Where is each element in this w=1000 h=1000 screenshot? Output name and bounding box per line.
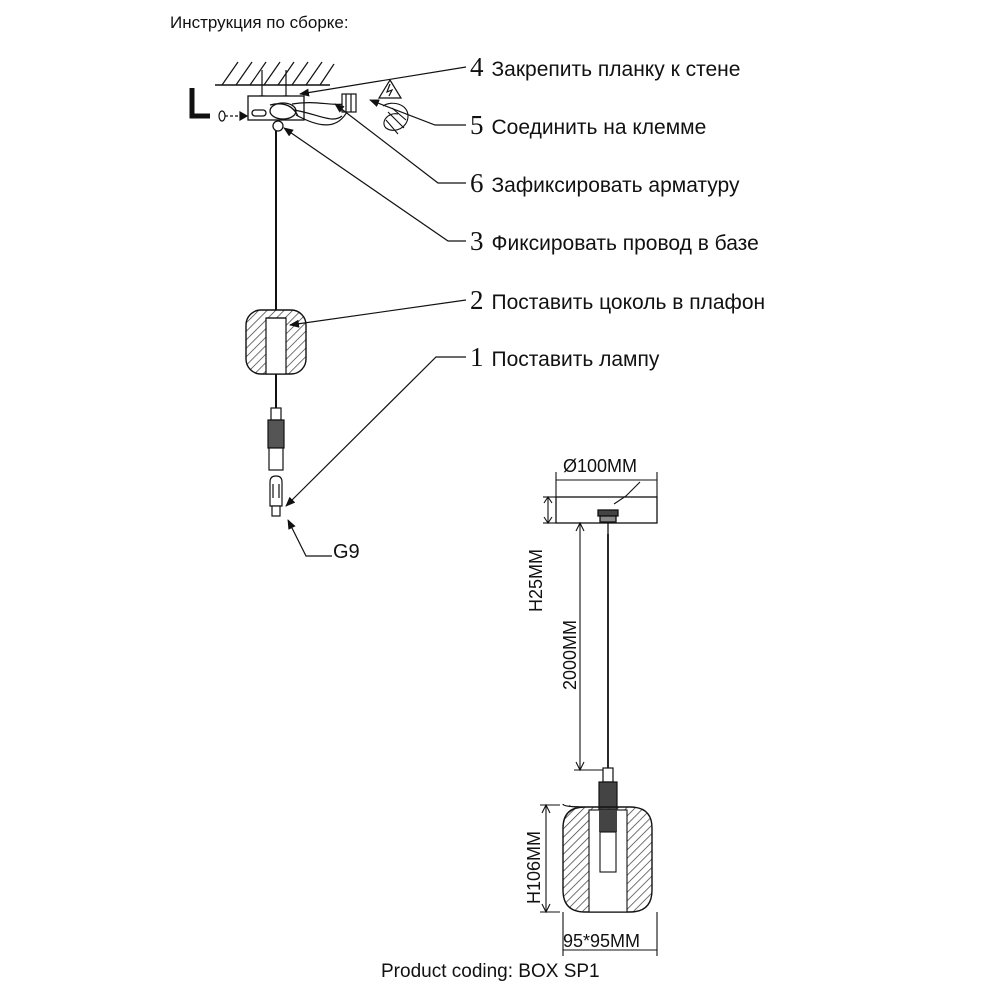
leader-step-3 — [283, 127, 466, 242]
dim-canopy — [555, 496, 658, 534]
hex-key-icon — [189, 88, 210, 119]
step-number: 1 — [470, 342, 484, 372]
step-text: Поставить цоколь в плафон — [491, 291, 766, 314]
page-title: Инструкция по сборке: — [170, 13, 349, 32]
step-number: 5 — [470, 110, 484, 140]
dim-shade-height-line — [540, 803, 560, 914]
dim-canopy-height-line — [543, 496, 556, 524]
step-number: 6 — [470, 168, 484, 198]
leader-step-1 — [285, 356, 466, 507]
dim-cable-length-line — [574, 521, 604, 772]
side-screw-icon — [218, 110, 249, 122]
step-text: Закрепить планку к стене — [491, 58, 741, 81]
step-number: 3 — [470, 226, 484, 256]
step-5: 5 Соединить на клемме — [470, 110, 706, 141]
step-text: Соединить на клемме — [491, 116, 707, 139]
step-1: 1 Поставить лампу — [470, 342, 659, 373]
cable-length-label: 2000MM — [560, 619, 580, 690]
bulb-type-label: G9 — [333, 541, 360, 563]
step-6: 6 Зафиксировать арматуру — [470, 168, 740, 199]
lamp-socket — [267, 374, 285, 471]
dim-shade-width-line — [562, 912, 658, 956]
step-4: 4 Закрепить планку к стене — [470, 52, 740, 83]
step-number: 4 — [470, 52, 484, 82]
step-text: Фиксировать провод в базе — [491, 232, 759, 255]
dim-diameter-line — [555, 472, 658, 505]
mounting-base — [247, 95, 305, 132]
leader-step-4 — [299, 66, 467, 97]
leader-step-6 — [334, 103, 466, 184]
g9-leader-line — [287, 519, 332, 557]
step-2: 2 Поставить цоколь в плафон — [470, 285, 765, 316]
wire-coil — [382, 102, 409, 135]
g9-bulb-icon — [269, 475, 283, 517]
glass-shade — [245, 309, 307, 375]
mounting-screws — [259, 70, 289, 97]
step-text: Зафиксировать арматуру — [491, 174, 740, 197]
dim-shade — [562, 803, 653, 913]
shade-height-label: H106MM — [524, 830, 544, 904]
shade-size-label: 95*95MM — [563, 931, 641, 951]
canopy-diameter-label: Ø100MM — [563, 456, 638, 476]
step-number: 2 — [470, 285, 484, 315]
ceiling-hatch — [215, 61, 335, 86]
leader-step-5 — [369, 99, 466, 126]
step-3: 3 Фиксировать провод в базе — [470, 226, 759, 257]
product-coding: Product coding: BOX SP1 — [381, 961, 600, 982]
leader-step-2 — [289, 299, 467, 328]
canopy-height-label: H25MM — [526, 548, 546, 612]
terminal-block — [341, 93, 357, 113]
electric-warning-icon — [377, 78, 403, 99]
step-text: Поставить лампу — [491, 348, 660, 371]
